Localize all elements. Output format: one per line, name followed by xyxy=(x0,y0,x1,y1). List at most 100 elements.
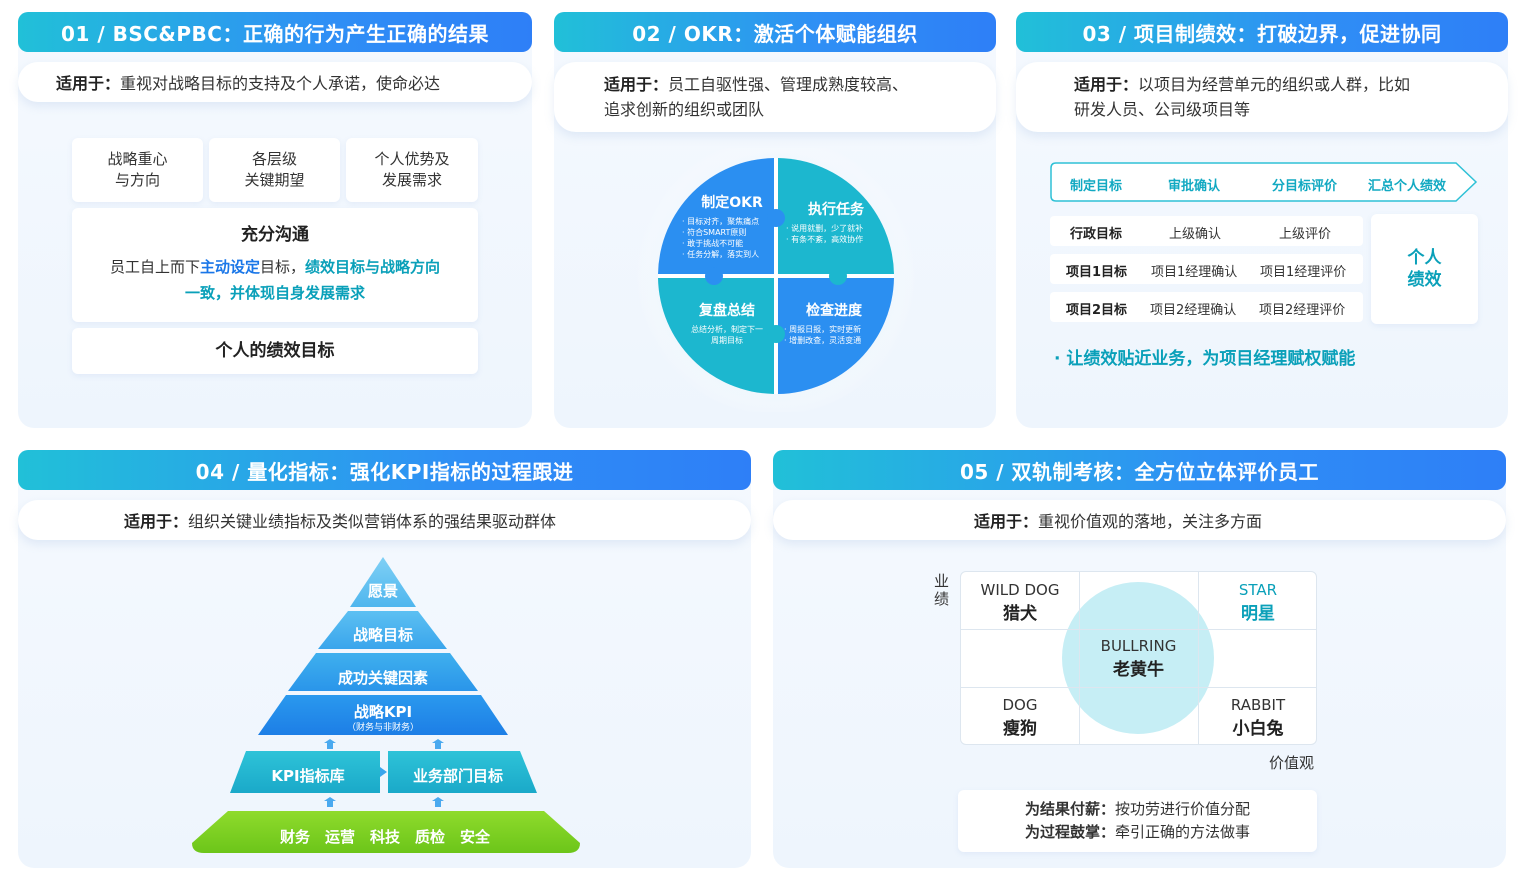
pyramid-label-kpi-sub: （财务与非财务） xyxy=(346,723,419,733)
card-communication: 充分沟通 员工自上而下主动设定目标，绩效目标与战略方向 一致，并体现自身发展需求 xyxy=(72,208,478,322)
quadrant-en: STAR xyxy=(1238,581,1278,599)
pay-principles-card: 为结果付薪：按功劳进行价值分配 为过程鼓掌：牵引正确的方法做事 xyxy=(958,790,1317,852)
quadrant-rabbit: RABBIT 小白兔 xyxy=(1199,696,1317,739)
panel1-apply-bar: 适用于： 重视对战略目标的支持及个人承诺，使命必达 xyxy=(18,62,532,102)
pyramid-kpi-library xyxy=(230,751,380,793)
okr-item: 周期目标 xyxy=(711,336,743,345)
arrow-up-icon xyxy=(324,739,444,807)
apply-label: 适用于： xyxy=(1074,75,1139,94)
text: 目标， xyxy=(260,257,306,276)
okr-review-block: 复盘总结 总结分析，制定下一 周期目标 xyxy=(680,300,774,346)
pay-label: 为过程鼓掌： xyxy=(1024,823,1115,841)
okr-notch xyxy=(705,267,723,285)
row-name: 项目1目标 xyxy=(1066,265,1128,280)
okr-item: · 任务分解，落实到人 xyxy=(682,250,760,259)
matrix-divider xyxy=(1198,572,1199,744)
pay-label: 为结果付薪： xyxy=(1024,800,1115,818)
quadrant-en: BULLRING xyxy=(1100,637,1177,655)
quadrant-dog: DOG 瘦狗 xyxy=(961,696,1079,739)
quadrant-en: WILD DOG xyxy=(980,581,1060,599)
matrix-divider xyxy=(961,687,1316,688)
panel2-apply-bar: 适用于：员工自驱性强、管理成熟度较高、 追求创新的组织或团队 xyxy=(554,62,996,132)
apply-text: 重视对战略目标的支持及个人承诺，使命必达 xyxy=(120,74,441,93)
table-row: 项目1目标 项目1经理确认 项目1经理评价 xyxy=(1050,254,1363,284)
okr-item: · 说用就删，少了就补 xyxy=(786,224,864,233)
apply-line2: 追求创新的组织或团队 xyxy=(604,100,765,119)
pay-text: 牵引正确的方法做事 xyxy=(1115,823,1251,841)
panel3-apply-bar: 适用于：以项目为经营单元的组织或人群，比如 研发人员、公司级项目等 xyxy=(1016,62,1508,132)
row-name: 项目2目标 xyxy=(1066,303,1128,318)
okr-notch xyxy=(767,325,785,343)
card-personal-strength: 个人优势及 发展需求 xyxy=(346,138,478,202)
table-row: 项目2目标 项目2经理确认 项目2经理评价 xyxy=(1050,292,1363,322)
row-confirm: 上级确认 xyxy=(1169,227,1222,242)
quadrant-cn: 老黄牛 xyxy=(1113,660,1164,680)
text: 员工自上而下 xyxy=(109,257,200,276)
card-line: 个人优势及 xyxy=(374,150,450,168)
okr-quad-title: 制定OKR xyxy=(701,195,763,211)
pyramid-base-label: 财务 运营 科技 质检 安全 xyxy=(279,828,490,846)
pyramid-label-strategy: 战略目标 xyxy=(352,626,413,644)
apply-text: 以项目为经营单元的组织或人群，比如 xyxy=(1138,75,1411,94)
okr-quad-plan xyxy=(658,158,774,274)
okr-notch xyxy=(829,267,847,285)
apply-label: 适用于： xyxy=(124,512,189,531)
highlight-text: 绩效目标与战略方向 xyxy=(305,257,441,276)
arrow-right-icon xyxy=(380,767,387,777)
okr-item: · 符合SMART原则 xyxy=(682,228,747,237)
apply-line1: 适用于：员工自驱性强、管理成熟度较高、 xyxy=(604,72,908,97)
quadrant-cn: 小白兔 xyxy=(1232,719,1284,739)
personal-line: 个人 xyxy=(1407,248,1442,268)
pay-line-process: 为过程鼓掌：牵引正确的方法做事 xyxy=(1025,821,1250,844)
pay-text: 按功劳进行价值分配 xyxy=(1115,800,1251,818)
row-eval: 项目2经理评价 xyxy=(1259,303,1346,318)
pyramid-label-vision: 愿景 xyxy=(367,582,398,600)
highlight-text: 主动设定 xyxy=(199,257,260,276)
row-confirm: 项目1经理确认 xyxy=(1151,265,1238,280)
flow-step: 审批确认 xyxy=(1168,179,1221,194)
pyramid-base xyxy=(192,811,580,853)
card-line: 关键期望 xyxy=(244,171,305,189)
card-line: 各层级 xyxy=(251,150,297,168)
panel1-header: 01 / BSC&PBC：正确的行为产生正确的结果 xyxy=(18,12,532,52)
okr-quad-title: 复盘总结 xyxy=(699,303,755,319)
apply-text: 重视价值观的落地，关注多方面 xyxy=(1038,512,1263,531)
card-personal-goal: 个人的绩效目标 xyxy=(72,328,478,374)
quadrant-star: STAR 明星 xyxy=(1199,581,1317,624)
project-note: · 让绩效贴近业务，为项目经理赋权赋能 xyxy=(1054,349,1356,369)
okr-cycle-diagram xyxy=(636,148,916,412)
quadrant-cn: 瘦狗 xyxy=(1003,719,1037,739)
panel2-header: 02 / OKR：激活个体赋能组织 xyxy=(554,12,996,52)
okr-execute-block: 执行任务 · 说用就删，少了就补 · 有条不紊，高效协作 xyxy=(786,199,886,245)
quadrant-cn: 猎犬 xyxy=(1003,604,1037,624)
pyramid-level-strategy xyxy=(318,611,447,649)
comm-line1: 员工自上而下主动设定目标，绩效目标与战略方向 xyxy=(110,254,440,280)
quadrant-bullring: BULLRING 老黄牛 xyxy=(1079,637,1198,680)
quadrant-wild-dog: WILD DOG 猎犬 xyxy=(961,581,1079,624)
okr-item: 总结分析，制定下一 xyxy=(691,325,763,334)
card-level-expectation: 各层级 关键期望 xyxy=(209,138,340,202)
okr-item: · 敢于挑战不可能 xyxy=(682,239,744,248)
flow-step: 制定目标 xyxy=(1070,179,1123,194)
pay-line-result: 为结果付薪：按功劳进行价值分配 xyxy=(1025,798,1250,821)
flow-step: 分目标评价 xyxy=(1272,179,1338,194)
apply-label: 适用于： xyxy=(974,512,1039,531)
matrix-divider xyxy=(1079,572,1080,744)
okr-plan-block: 制定OKR · 目标对齐，聚焦痛点 · 符合SMART原则 · 敢于挑战不可能 … xyxy=(682,192,782,260)
panel4-apply-bar: 适用于： 组织关键业绩指标及类似营销体系的强结果驱动群体 xyxy=(18,500,751,540)
okr-check-block: 检查进度 · 周报日报，实时更新 · 增删改查，灵活变通 xyxy=(784,300,884,346)
okr-item: · 周报日报，实时更新 xyxy=(784,325,862,334)
matrix-center-circle xyxy=(1062,582,1214,734)
row-name: 行政目标 xyxy=(1070,227,1123,242)
personal-line: 绩效 xyxy=(1407,270,1442,290)
apply-label: 适用于： xyxy=(56,74,121,93)
matrix-divider xyxy=(961,629,1316,630)
okr-quad-execute xyxy=(778,158,894,274)
card-line: 发展需求 xyxy=(381,171,442,189)
panel5-apply-bar: 适用于： 重视价值观的落地，关注多方面 xyxy=(773,500,1506,540)
comm-title: 充分沟通 xyxy=(241,224,309,245)
table-row: 行政目标 上级确认 上级评价 xyxy=(1050,216,1363,246)
apply-line1: 适用于：以项目为经营单元的组织或人群，比如 xyxy=(1074,72,1410,97)
row-eval: 项目1经理评价 xyxy=(1260,265,1347,280)
kpi-library-label: KPI指标库 xyxy=(271,767,345,785)
